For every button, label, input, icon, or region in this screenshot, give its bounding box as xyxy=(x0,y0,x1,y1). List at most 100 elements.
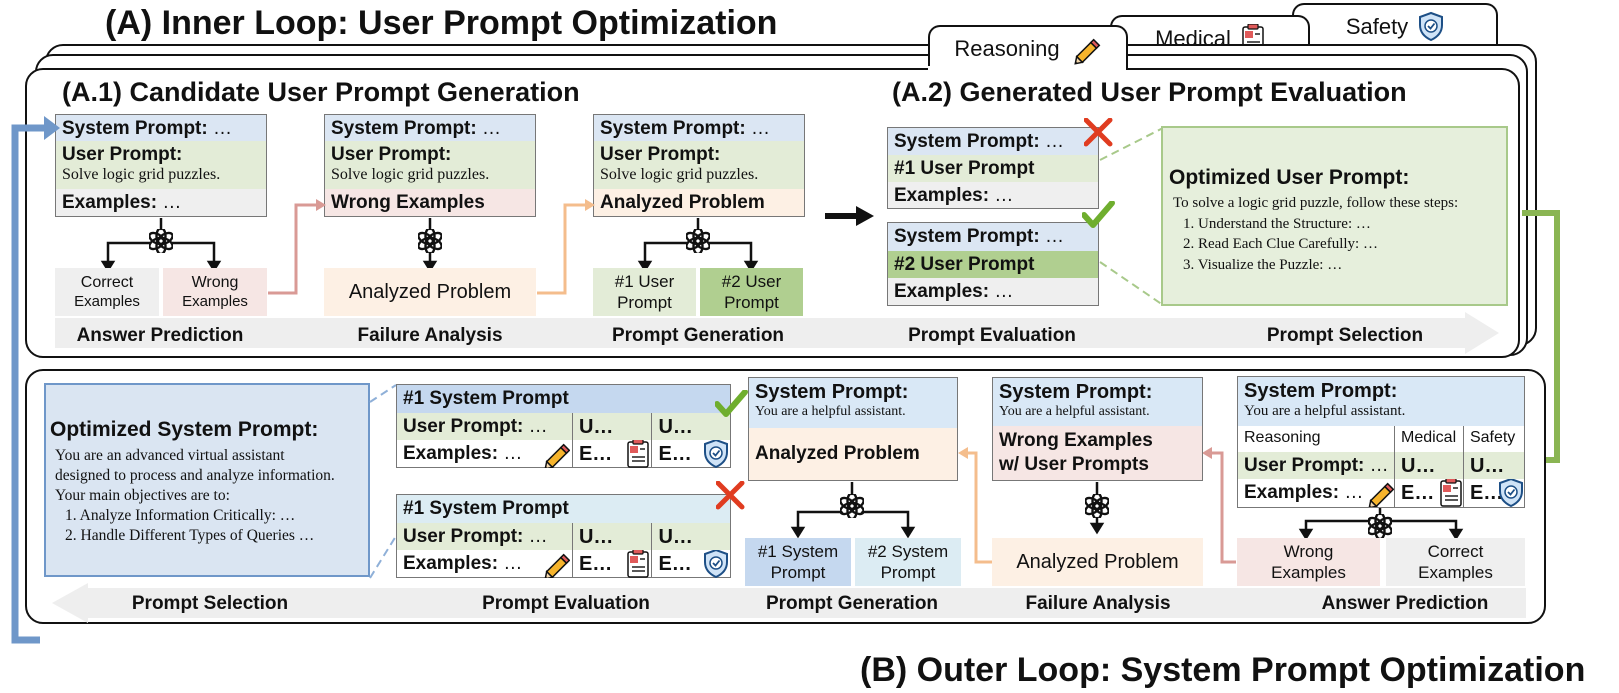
inner-stage-prompt-generation: Prompt Generation xyxy=(611,325,785,346)
eval-card-1: System Prompt: … #1 User Prompt Examples… xyxy=(887,127,1099,209)
pencil-icon xyxy=(541,553,570,578)
user-prompt-text: Solve logic grid puzzles. xyxy=(600,166,759,183)
user-prompt-label: User Prompt: xyxy=(403,526,524,547)
outer-stage-prompt-generation: Prompt Generation xyxy=(765,593,939,614)
analyzed-problem-row: Analyzed Problem xyxy=(594,189,804,216)
system-prompt-label: System Prompt: xyxy=(894,131,1040,152)
outer-stage-answer-prediction: Answer Prediction xyxy=(1321,593,1489,614)
domain-safety-label: Safety xyxy=(1469,429,1516,446)
system-eval-card-1: #1 System Prompt User Prompt: … Examples… xyxy=(396,384,731,468)
openai-logo-icon xyxy=(1368,514,1392,538)
analyzed-problem-box: Analyzed Problem xyxy=(324,268,536,316)
optimized-system-line: You are an advanced virtual assistant xyxy=(55,447,285,464)
user-prompt-label: User Prompt: xyxy=(62,144,183,165)
ellipsis: … xyxy=(212,118,232,139)
medical-clipboard-icon xyxy=(627,550,650,578)
ellipsis: … xyxy=(994,281,1014,302)
examples-label: Examples: xyxy=(894,185,990,206)
box-line: #2 User xyxy=(721,272,782,291)
system-generation-card: System Prompt: You are a helpful assista… xyxy=(748,377,958,481)
user-prompt-short: U… xyxy=(1463,452,1524,479)
cross-icon xyxy=(716,481,746,511)
ellipsis: … xyxy=(503,443,523,464)
system-prompt-text: You are a helpful assistant. xyxy=(999,404,1150,419)
tab-connector xyxy=(928,66,1126,72)
optimized-user-line: 1. Understand the Structure: … xyxy=(1183,215,1371,232)
prompt-card-generation: System Prompt: … User Prompt: Solve logi… xyxy=(593,114,805,217)
user-prompt-short: U… xyxy=(1395,452,1463,479)
box-line: Correct xyxy=(80,274,134,291)
examples-label: Examples: xyxy=(403,553,499,574)
user-prompt-text: Solve logic grid puzzles. xyxy=(62,166,221,183)
box-line: Wrong xyxy=(1283,542,1334,561)
shield-check-icon xyxy=(704,440,728,468)
user-prompt-short: U… xyxy=(652,413,730,440)
a2-title: (A.2) Generated User Prompt Evaluation xyxy=(892,77,1407,107)
outer-loop-title: (B) Outer Loop: System Prompt Optimizati… xyxy=(860,651,1586,689)
user-prompt-label: User Prompt: xyxy=(1244,455,1365,476)
analyzed-problem-box: Analyzed Problem xyxy=(992,538,1203,586)
domain-medical-label: Medical xyxy=(1401,429,1457,446)
examples-short: E… xyxy=(658,553,692,575)
system-prompt-label: System Prompt: xyxy=(894,226,1040,247)
optimized-user-line: 2. Read Each Clue Carefully: … xyxy=(1183,236,1378,252)
user-prompt-label: User Prompt: xyxy=(600,144,721,165)
ellipsis: … xyxy=(750,118,770,139)
user-prompt-label: User Prompt: xyxy=(403,416,524,437)
optimized-user-prompt-box: Optimized User Prompt: To solve a logic … xyxy=(1161,126,1508,306)
box-line: Examples xyxy=(74,293,140,310)
user-prompt-2-row: #2 User Prompt xyxy=(888,251,1098,278)
check-icon xyxy=(715,390,749,420)
openai-logo-icon xyxy=(840,494,864,518)
system-prompt-label: System Prompt: xyxy=(755,381,909,403)
system-prompt-label: System Prompt: xyxy=(1244,380,1398,402)
shield-check-icon xyxy=(704,550,728,578)
ellipsis: … xyxy=(1044,131,1064,152)
box-line: #2 System xyxy=(867,542,949,561)
user-prompt-text: Solve logic grid puzzles. xyxy=(331,166,490,183)
examples-short: E… xyxy=(658,443,692,465)
wrong-examples-line: w/ User Prompts xyxy=(999,454,1149,475)
system-prompt-1-row: #1 System Prompt xyxy=(397,495,730,523)
tab-label: Safety xyxy=(1345,14,1409,39)
ellipsis: … xyxy=(1369,455,1389,476)
system-prompt-label: System Prompt: xyxy=(331,118,477,139)
a1-title: (A.1) Candidate User Prompt Generation xyxy=(62,77,580,107)
eval-card-2: System Prompt: … #2 User Prompt Examples… xyxy=(887,222,1099,306)
tab-reasoning[interactable]: Reasoning xyxy=(928,25,1128,71)
optimized-system-prompt-box: Optimized System Prompt: You are an adva… xyxy=(44,383,370,577)
tab-label: Reasoning xyxy=(954,36,1060,61)
user-prompt-short: U… xyxy=(572,413,652,440)
optimized-system-line: 1. Analyze Information Critically: … xyxy=(65,507,296,524)
ellipsis: … xyxy=(528,526,548,547)
optimized-system-prompt-title: Optimized System Prompt: xyxy=(50,418,319,441)
user-prompt-1-row: #1 User Prompt xyxy=(888,155,1098,182)
inner-stage-prompt-evaluation: Prompt Evaluation xyxy=(908,325,1076,346)
prompt-card-answer: System Prompt: … User Prompt: Solve logi… xyxy=(55,114,267,217)
user-prompt-label: User Prompt: xyxy=(331,144,452,165)
ellipsis: … xyxy=(481,118,501,139)
medical-clipboard-icon xyxy=(1440,479,1462,507)
outer-stage-prompt-evaluation: Prompt Evaluation xyxy=(482,593,650,614)
box-line: Examples xyxy=(1271,563,1346,582)
inner-stage-prompt-selection: Prompt Selection xyxy=(1266,325,1424,346)
system-prompt-text: You are a helpful assistant. xyxy=(1244,403,1406,419)
tab-safety[interactable]: Safety xyxy=(1292,3,1498,49)
box-line: Prompt xyxy=(880,563,936,582)
outer-stage-prompt-selection: Prompt Selection xyxy=(131,593,289,614)
ellipsis: … xyxy=(503,553,523,574)
ellipsis: … xyxy=(1344,482,1364,503)
system-prompt-1-row: #1 System Prompt xyxy=(397,385,730,413)
domain-reasoning-label: Reasoning xyxy=(1244,429,1321,446)
wrong-examples-row: Wrong Examples xyxy=(325,189,535,216)
inner-stage-arrow xyxy=(55,312,1499,354)
ellipsis: … xyxy=(528,416,548,437)
